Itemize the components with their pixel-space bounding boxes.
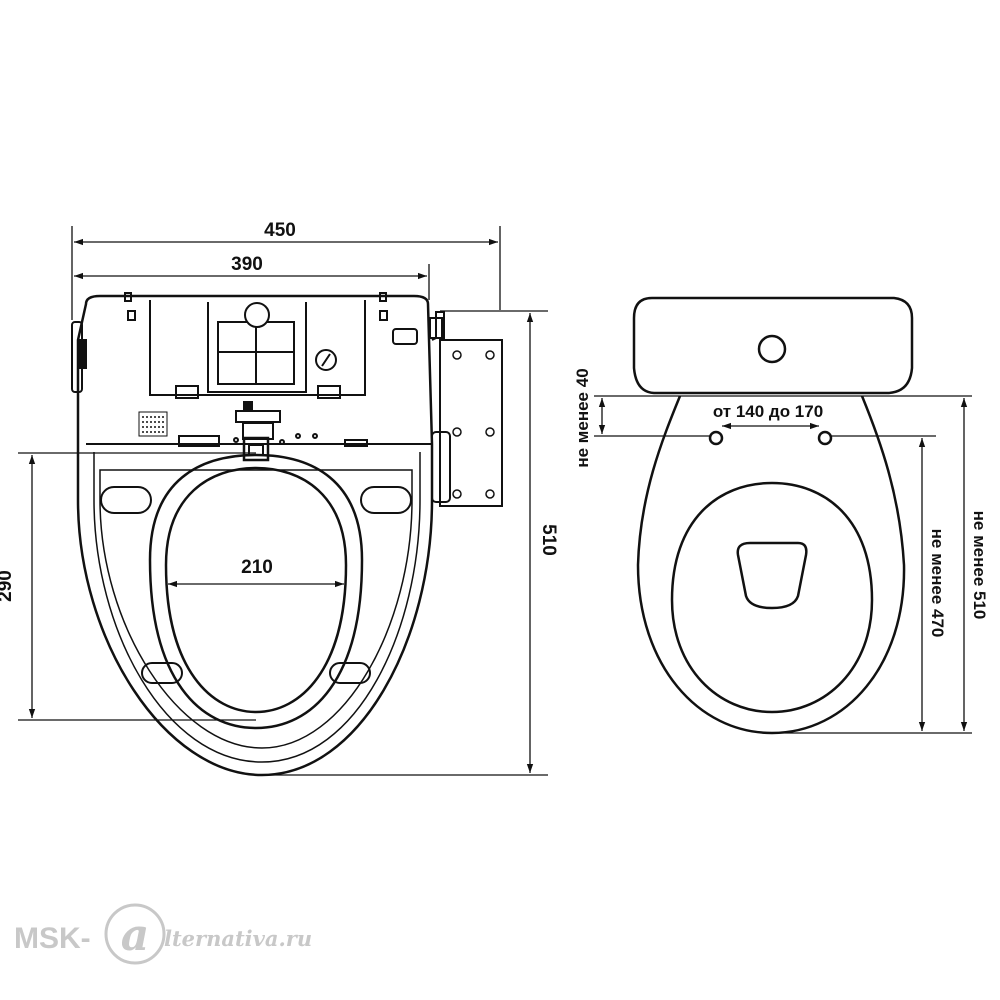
watermark-suffix: lternativa.ru	[164, 926, 312, 951]
dim-label-290: 290	[0, 570, 16, 602]
dim-label-390: 390	[231, 254, 263, 275]
right-dimension-lines	[594, 395, 972, 734]
watermark-prefix: MSK-	[14, 922, 91, 955]
watermark-symbol: a	[121, 910, 150, 961]
toilet-top-view	[632, 296, 914, 735]
spacing-label: от 140 до 170	[713, 402, 823, 421]
min-40-label: не менее 40	[573, 368, 592, 467]
min-470-label: не менее 470	[928, 529, 947, 638]
left-dimension-lines	[18, 226, 548, 776]
watermark-logo: MSK- a lternativa.ru	[14, 903, 312, 965]
dim-label-510: 510	[538, 524, 559, 556]
dim-label-210: 210	[241, 557, 273, 578]
min-510-label: не менее 510	[970, 511, 989, 620]
bidet-seat-top-view	[71, 292, 503, 777]
dim-label-450: 450	[264, 220, 296, 241]
